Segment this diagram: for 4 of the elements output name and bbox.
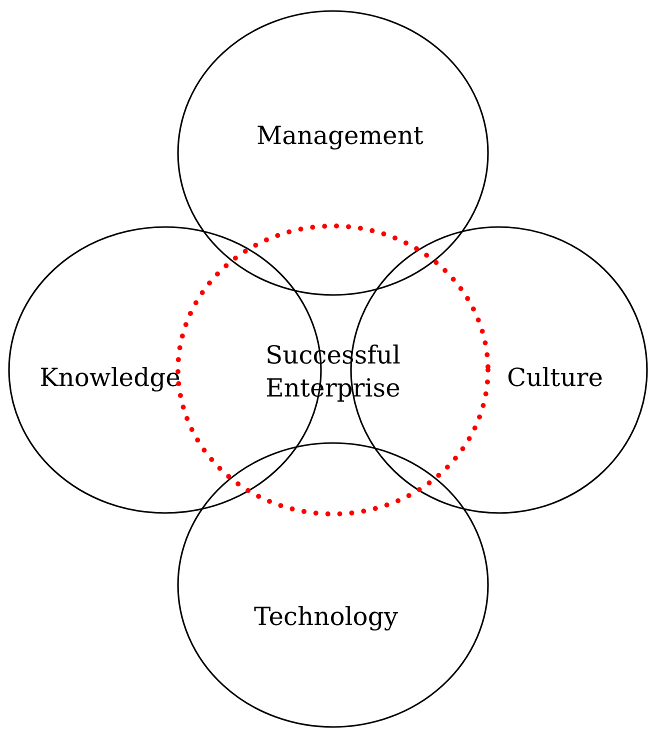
node-label: Culture xyxy=(506,362,604,394)
node-label: Technology xyxy=(254,600,398,633)
node-label: Knowledge xyxy=(40,362,180,394)
node-label: Management xyxy=(256,120,424,152)
